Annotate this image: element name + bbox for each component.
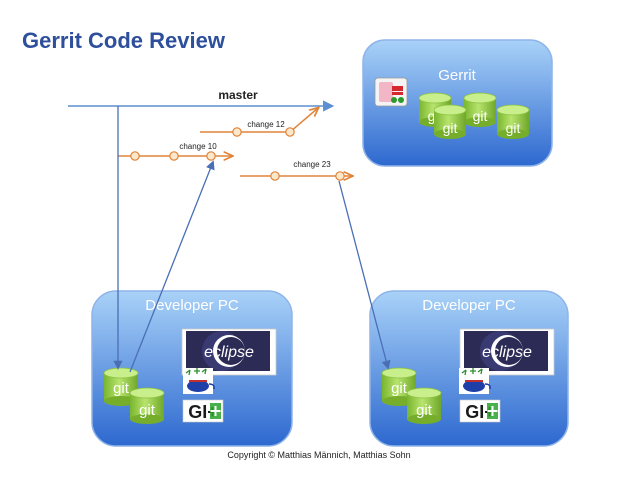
egit-teapot-icon-left (183, 368, 215, 394)
change-10-commit-2 (169, 151, 179, 161)
change-23-commit-1 (270, 171, 280, 181)
change-23-label: change 23 (293, 160, 331, 169)
change-12-commit-1 (232, 127, 242, 137)
gerrit-server-icon (374, 77, 408, 107)
git-plus-logo-right: GI+ (459, 399, 501, 423)
right-git-label-1: git (391, 380, 408, 397)
change-12-commit-2 (285, 127, 295, 137)
gerrit-git-label-2: git (473, 108, 488, 124)
master-label: master (218, 88, 258, 102)
gerrit-label: Gerrit (438, 67, 476, 84)
left-git-cylinder-2: git (129, 387, 165, 424)
change-12-merge-arrow (289, 108, 318, 133)
git-plus-logo-left: GI+ (182, 399, 224, 423)
left-git-label-1: git (113, 380, 130, 397)
copyright-footer: Copyright © Matthias Männich, Matthias S… (227, 450, 411, 460)
fetch-to-right-pc-arrow (338, 180, 391, 370)
eclipse-label-right: eclipse (482, 344, 532, 361)
left-git-label-2: git (139, 402, 156, 419)
gerrit-git-cylinder-2: git (463, 92, 497, 127)
developer-pc-left-label: Developer PC (145, 297, 239, 314)
push-from-left-pc-arrow (129, 160, 215, 373)
change-23-commit-2 (335, 171, 345, 181)
eclipse-logo-left: eclipse (181, 328, 277, 376)
eclipse-logo-right: eclipse (459, 328, 555, 376)
change-10-commit-1 (130, 151, 140, 161)
gerrit-git-label-4: git (506, 120, 521, 136)
eclipse-label-left: eclipse (204, 344, 254, 361)
right-git-label-2: git (416, 402, 433, 419)
change-10-commit-3 (206, 151, 216, 161)
egit-teapot-icon-right (459, 368, 491, 394)
page-title: Gerrit Code Review (22, 28, 225, 53)
gerrit-git-cylinder-4: git (496, 104, 530, 139)
gerrit-git-cylinder-3: git (433, 104, 467, 139)
developer-pc-right-label: Developer PC (422, 297, 516, 314)
gerrit-git-label-3: git (443, 120, 458, 136)
left-git-cylinder-1: git (103, 367, 139, 406)
change-10-label: change 10 (179, 142, 217, 151)
change-12-label: change 12 (247, 120, 285, 129)
right-git-cylinder-2: git (406, 387, 442, 424)
